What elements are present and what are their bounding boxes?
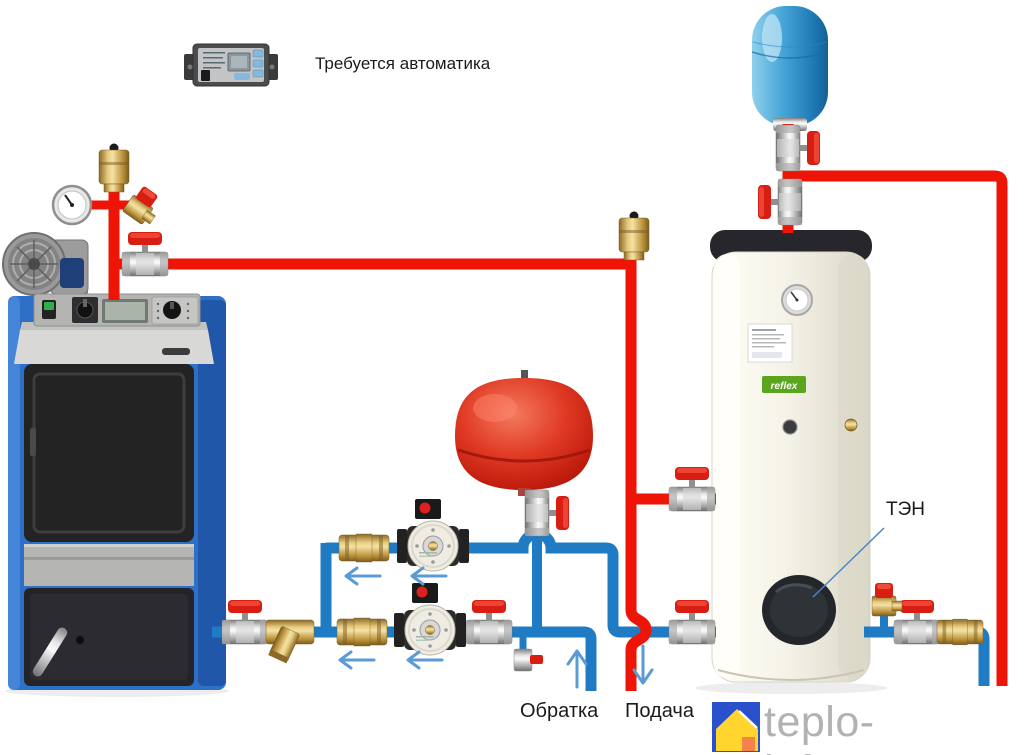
- air-vent-supply: [618, 211, 650, 261]
- heating-element-pointer-line: [812, 527, 885, 598]
- supply-piping: [86, 124, 1008, 691]
- air-vent-boiler: [98, 143, 130, 193]
- boiler-power-switch: [42, 300, 56, 319]
- site-logo: [712, 702, 760, 752]
- check-valve-cold-water: [936, 618, 984, 646]
- tank-brand-badge: reflex: [762, 376, 806, 393]
- circulation-pump-coil: [396, 498, 470, 572]
- check-valve-return-line: [336, 617, 388, 647]
- flow-left-arrow: [344, 566, 382, 586]
- ball-valve-tank-coil-in: [668, 466, 716, 512]
- solid-fuel-boiler: [8, 293, 226, 690]
- watermark-text: teplo-info.com: [764, 698, 930, 755]
- indirect-water-heater: reflex: [710, 230, 872, 683]
- automation-controller: [184, 43, 278, 87]
- supply-down-arrow: [632, 644, 654, 685]
- supply-line-label: Подача: [625, 700, 694, 722]
- ball-valve-supply-main: [121, 231, 169, 277]
- flow-left-arrow: [410, 566, 448, 586]
- pressure-gauge: [51, 184, 93, 226]
- boiler-controller-unit: [151, 296, 199, 325]
- svg-text:reflex: reflex: [771, 381, 798, 392]
- automation-note-label: Требуется автоматика: [315, 54, 491, 73]
- return-up-arrow: [566, 649, 588, 689]
- safety-valve-boiler: [121, 183, 167, 229]
- ball-valve-tank-top: [757, 178, 803, 226]
- check-valve-coil-line: [338, 533, 390, 563]
- y-strainer: [265, 619, 315, 664]
- return-line-label: Обратка: [520, 700, 599, 722]
- tank-thermometer: [781, 284, 813, 316]
- ball-valve-dhw-expansion: [775, 124, 821, 172]
- heating-element-label: ТЭН: [886, 499, 925, 520]
- boiler-door-handle: [32, 627, 68, 677]
- ball-valve-heating-expansion: [524, 489, 570, 537]
- safety-valve-dhw: [871, 582, 903, 617]
- draft-fan: [2, 232, 89, 300]
- ball-valve-return: [465, 599, 513, 645]
- boiler-display: [102, 299, 148, 323]
- circulation-pump-heating: [393, 582, 467, 656]
- tank-spec-label: [747, 323, 793, 363]
- flow-left-arrow: [338, 650, 376, 670]
- drain-valve: [513, 648, 544, 672]
- flow-arrows: [338, 566, 654, 689]
- flow-left-arrow: [406, 650, 444, 670]
- ball-valve-boiler-return: [221, 599, 269, 645]
- boiler-thermostat-knob: [72, 297, 98, 323]
- dhw-expansion-tank: [751, 6, 829, 131]
- heating-expansion-tank: [455, 370, 593, 496]
- ball-valve-tank-coil-out: [668, 599, 716, 645]
